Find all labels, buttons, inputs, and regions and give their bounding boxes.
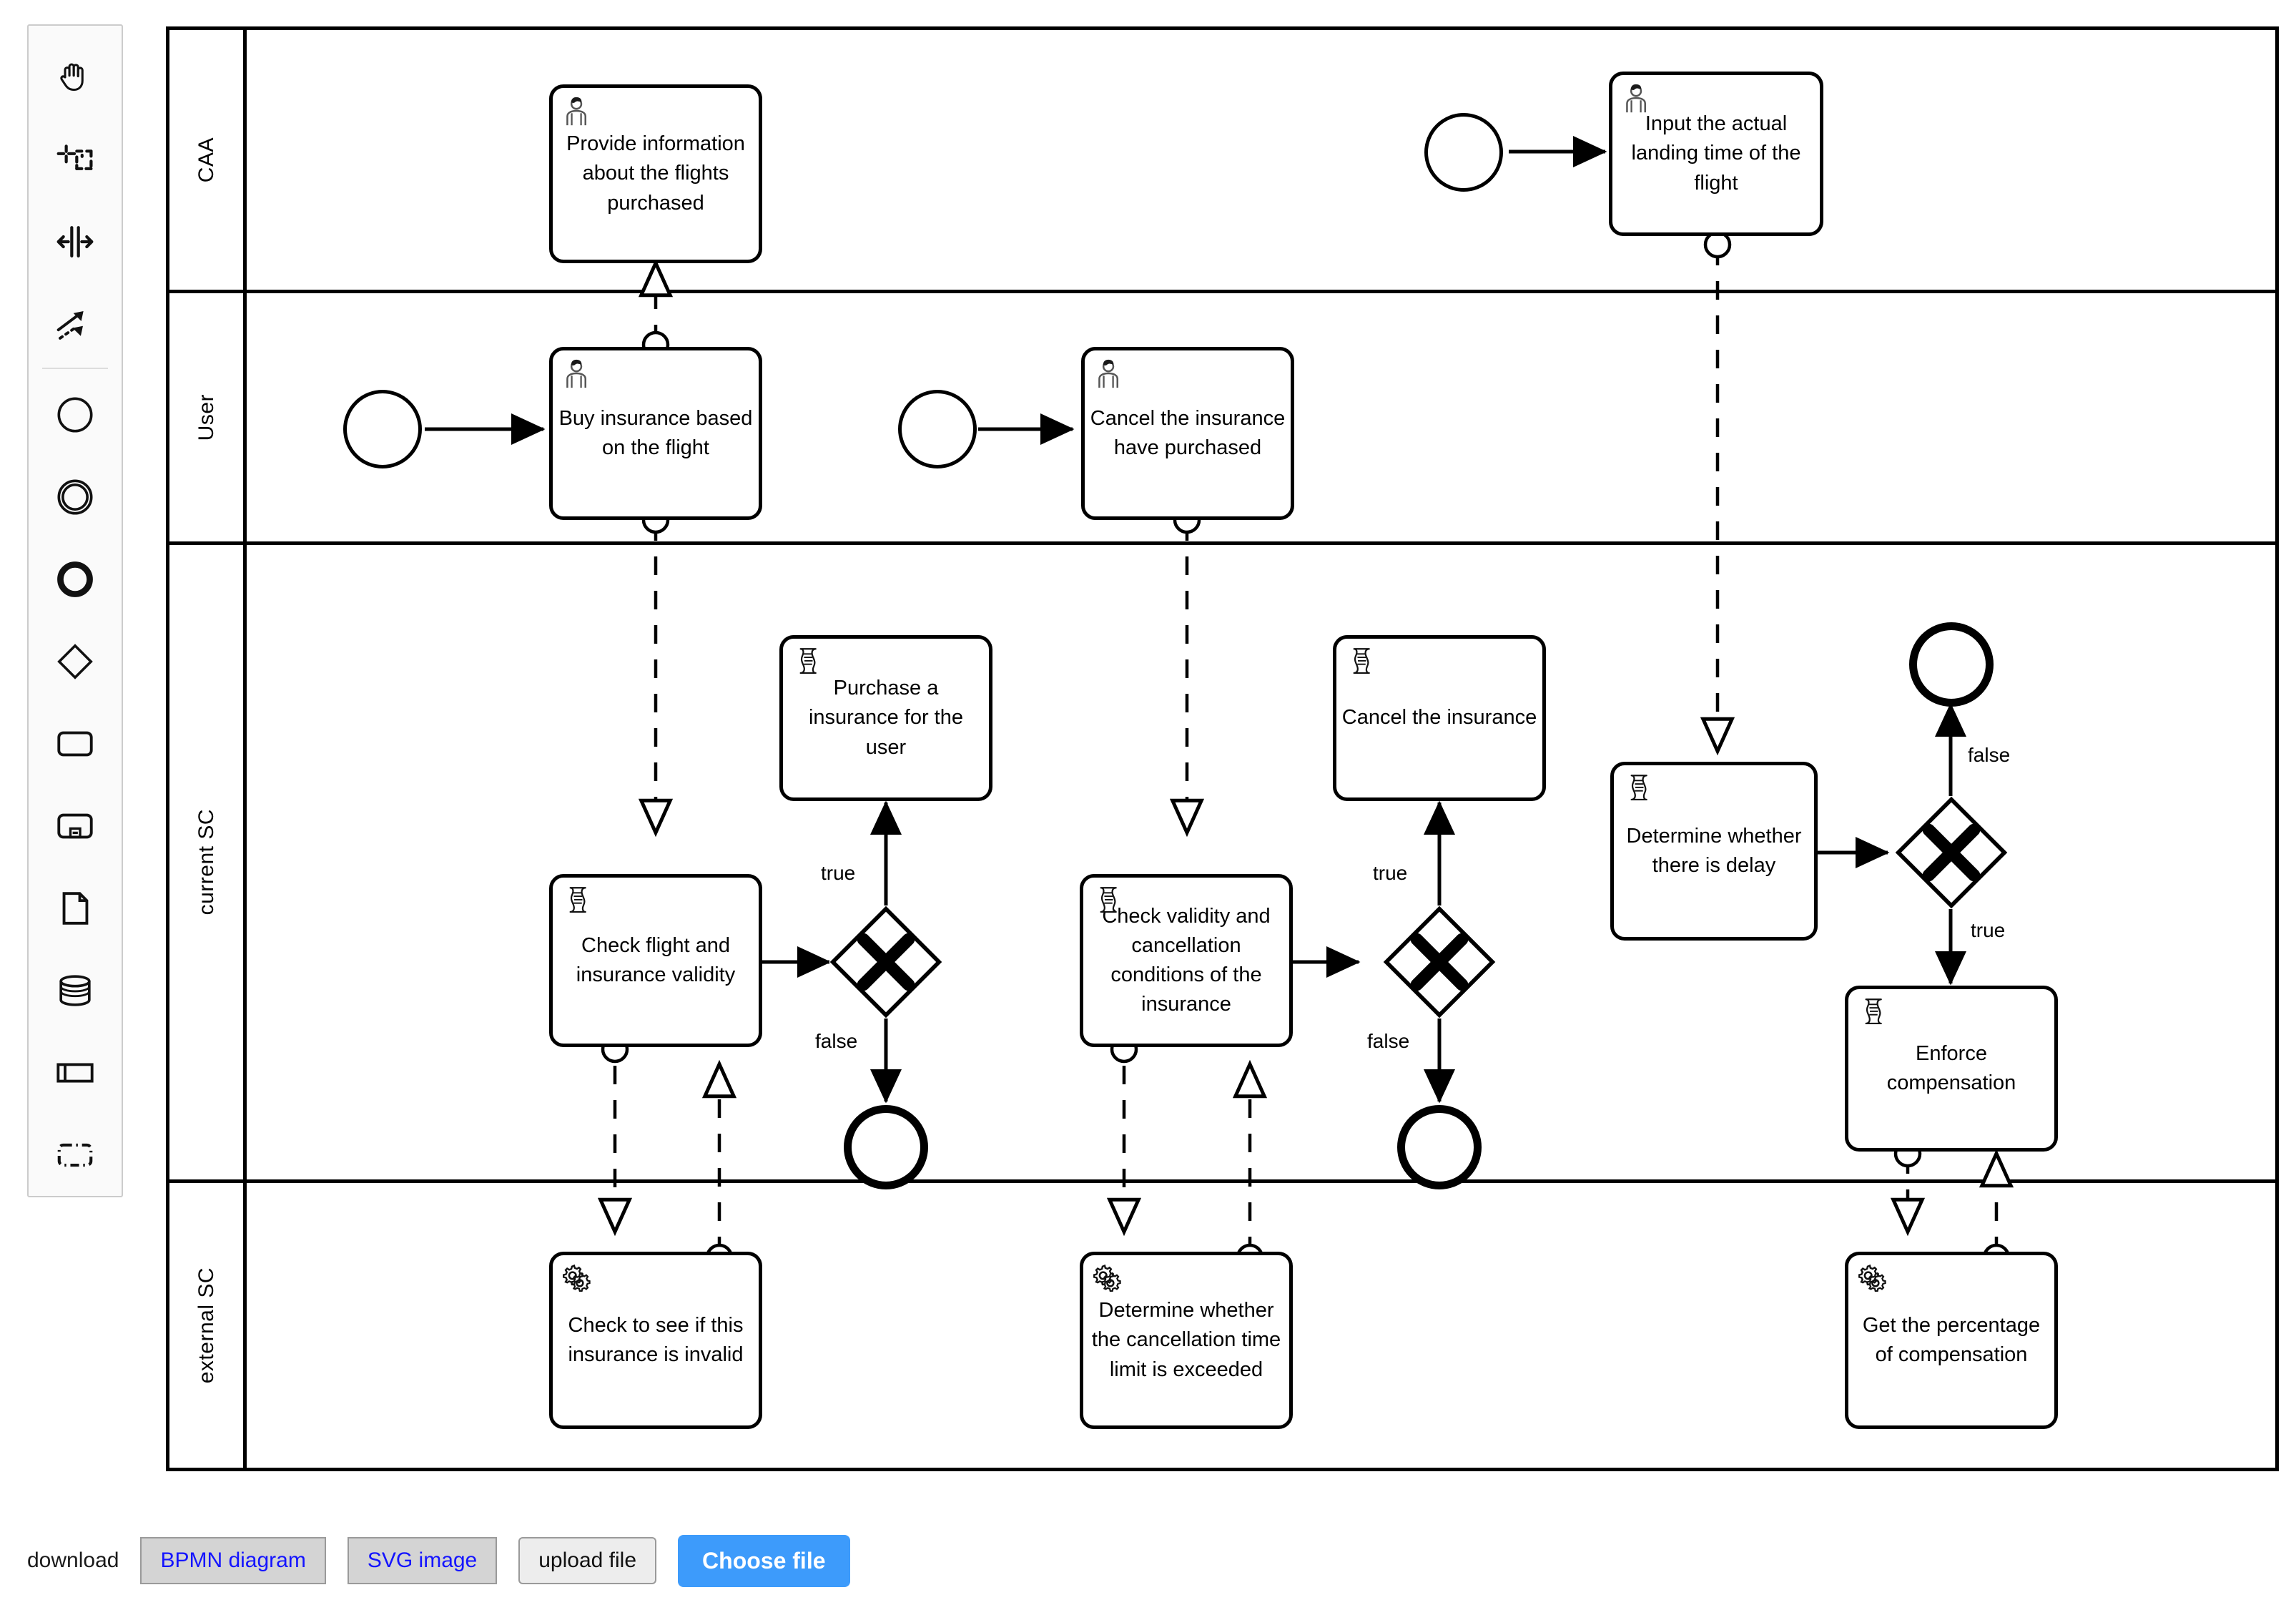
task-label: Input the actual landing time of the fli… [1631,112,1801,195]
end-event-cancel-invalid[interactable] [1397,1105,1482,1189]
task-get-percentage-compensation[interactable]: Get the percentage of compensation [1845,1252,2058,1429]
flow-label-g2-true: true [1373,862,1408,884]
task-label: Cancel the insurance have purchased [1090,406,1286,459]
task-purchase-insurance[interactable]: Purchase a insurance for the user [779,635,992,801]
start-event-icon[interactable] [36,373,114,456]
lane-user[interactable]: User [169,293,2275,545]
lasso-tool-icon[interactable] [36,118,114,200]
start-event-buy[interactable] [343,390,422,468]
participant-icon[interactable] [36,1031,114,1114]
script-task-icon [569,887,586,913]
lane-label-caa: CAA [194,137,218,183]
download-bpmn-button[interactable]: BPMN diagram [140,1537,326,1584]
service-task-icon [563,1264,591,1292]
data-store-icon[interactable] [36,949,114,1031]
upload-file-button[interactable]: upload file [518,1537,657,1584]
task-label: Purchase a insurance for the user [808,677,963,759]
lane-header-caa: CAA [169,30,247,290]
connect-tool-icon[interactable] [36,283,114,365]
service-task-icon [1093,1264,1121,1292]
task-cancel-insurance-user[interactable]: Cancel the insurance have purchased [1081,347,1294,520]
task-determine-cancellation-limit[interactable]: Determine whether the cancellation time … [1080,1252,1293,1429]
lane-current-sc[interactable]: current SC [169,545,2275,1183]
end-event-flight-invalid[interactable] [844,1105,928,1189]
download-svg-button[interactable]: SVG image [347,1537,498,1584]
task-buy-insurance[interactable]: Buy insurance based on the flight [549,347,762,520]
user-task-icon [566,97,586,126]
task-label: Get the percentage of compensation [1862,1313,2041,1366]
lane-header-user: User [169,293,247,541]
script-task-icon [1865,998,1882,1025]
lane-label-external-sc: external SC [194,1267,218,1384]
task-determine-delay[interactable]: Determine whether there is delay [1610,762,1818,941]
task-provide-information[interactable]: Provide information about the flights pu… [549,84,762,263]
lane-header-external-sc: external SC [169,1183,247,1468]
flow-label-g2-false: false [1367,1030,1410,1052]
gateway-cancellation-valid[interactable] [1383,905,1496,1019]
start-event-cancel[interactable] [898,390,977,468]
script-task-icon [1630,775,1647,801]
task-check-insurance-invalid[interactable]: Check to see if this insurance is invali… [549,1252,762,1429]
data-object-icon[interactable] [36,867,114,949]
task-label: Check validity and cancellation conditio… [1102,904,1271,1016]
task-enforce-compensation[interactable]: Enforce compensation [1845,986,2058,1152]
task-label: Determine whether the cancellation time … [1091,1299,1281,1381]
flow-label-g1-false: false [815,1030,858,1052]
intermediate-event-icon[interactable] [36,456,114,538]
gateway-icon[interactable] [36,620,114,702]
hand-tool-icon[interactable] [36,36,114,118]
service-task-icon [1858,1264,1886,1292]
lane-label-user: User [194,393,218,441]
bottom-toolbar: download BPMN diagram SVG image upload f… [0,1516,2296,1605]
lane-external-sc[interactable]: external SC [169,1183,2275,1468]
task-check-validity-cancellation[interactable]: Check validity and cancellation conditio… [1080,874,1293,1047]
lane-caa[interactable]: CAA [169,30,2275,293]
flow-label-g1-true: true [821,862,856,884]
task-input-landing-time[interactable]: Input the actual landing time of the fli… [1609,72,1823,236]
lane-header-current-sc: current SC [169,545,247,1179]
script-task-icon [1353,648,1370,674]
gateway-flight-validity[interactable] [829,905,942,1019]
user-task-icon [1098,359,1118,388]
palette-divider [42,368,108,369]
task-check-flight-validity[interactable]: Check flight and insurance validity [549,874,762,1047]
group-icon[interactable] [36,1114,114,1196]
subprocess-icon[interactable] [36,785,114,867]
bpmn-palette [27,24,123,1197]
lane-label-current-sc: current SC [194,809,218,916]
bpmn-canvas[interactable]: CAA User current SC external SC [0,0,2296,1516]
task-cancel-insurance-sc[interactable]: Cancel the insurance [1333,635,1546,801]
task-icon[interactable] [36,702,114,785]
task-label: Enforce compensation [1886,1041,2016,1094]
task-label: Cancel the insurance [1341,706,1537,730]
gateway-delay[interactable] [1895,796,2008,909]
flow-label-g3-true: true [1971,919,2006,941]
pool-participant[interactable]: CAA User current SC external SC [166,26,2279,1471]
task-label: Check to see if this insurance is invali… [568,1313,744,1366]
task-label: Check flight and insurance validity [576,933,736,986]
user-task-icon [566,359,586,388]
task-label: Provide information about the flights pu… [566,132,745,215]
start-event-caa[interactable] [1424,113,1503,192]
flow-label-g3-false: false [1968,744,2011,766]
download-label: download [27,1548,119,1572]
end-event-icon[interactable] [36,538,114,620]
end-event-no-delay[interactable] [1909,622,1994,707]
choose-file-button[interactable]: Choose file [678,1534,850,1587]
task-label: Determine whether there is delay [1626,824,1802,877]
space-tool-icon[interactable] [36,200,114,283]
task-label: Buy insurance based on the flight [558,406,753,459]
